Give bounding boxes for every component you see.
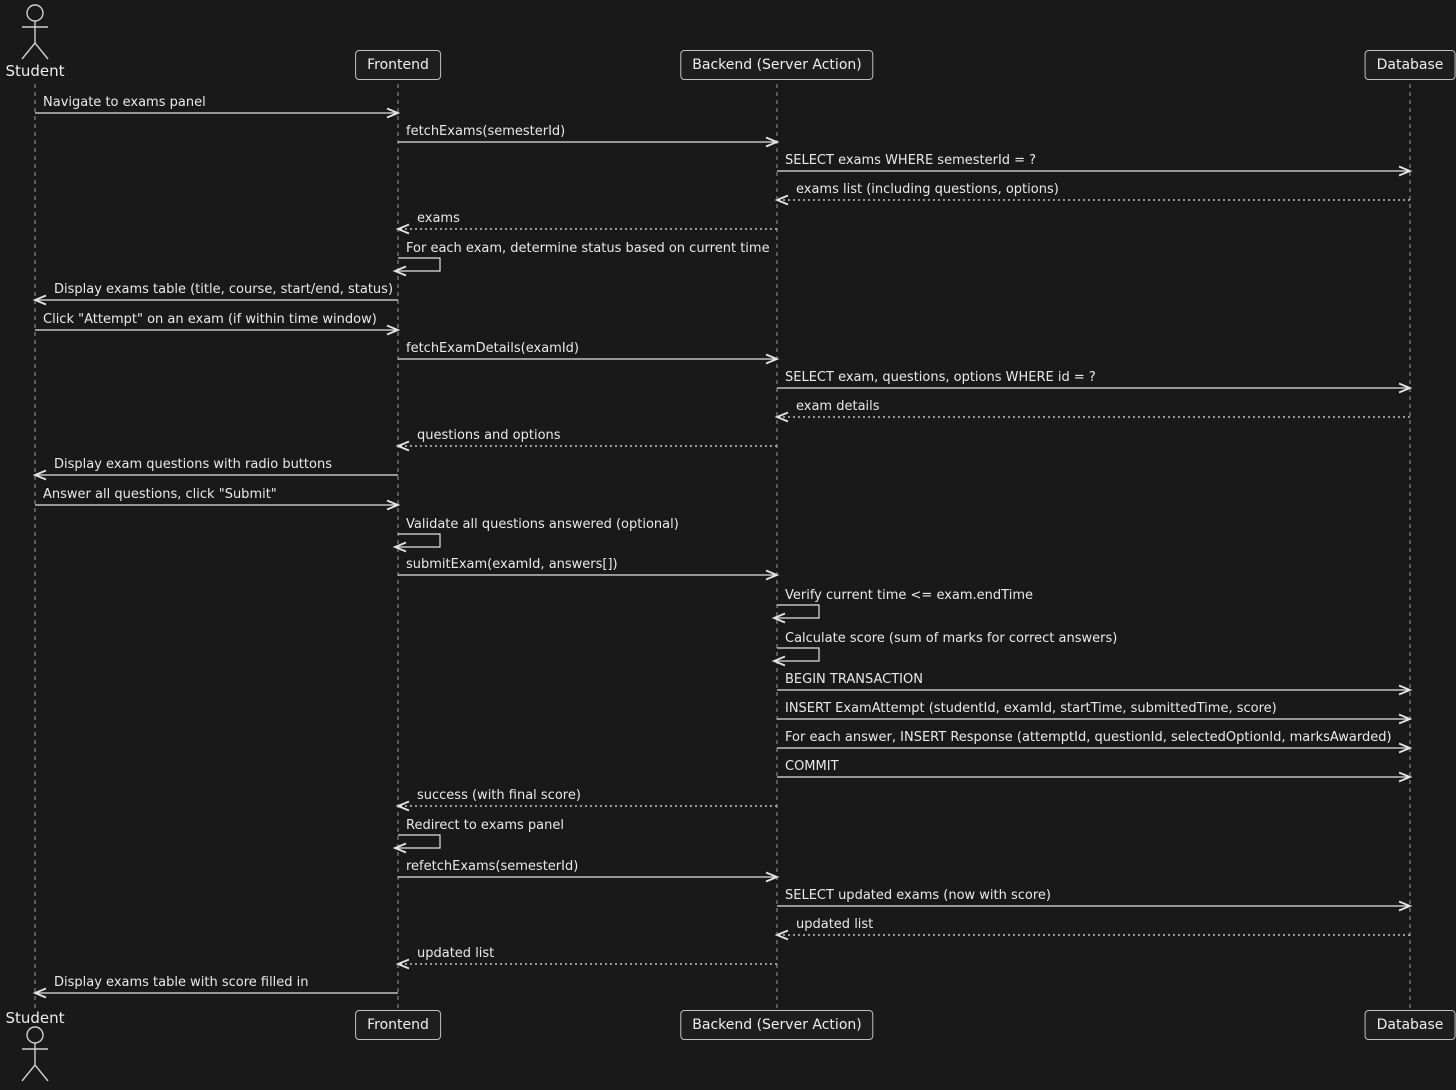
self-message-loop (395, 257, 441, 272)
message-arrowhead (765, 569, 780, 581)
message-arrowhead (32, 294, 47, 306)
self-message-loop (774, 647, 820, 662)
message-label: For each exam, determine status based on… (406, 241, 770, 256)
message-arrowhead (1398, 900, 1413, 912)
actor-figure-top-student-leg-right (34, 42, 49, 60)
self-message-arrowhead (392, 265, 407, 277)
message-arrowhead (32, 987, 47, 999)
message-arrowhead (395, 223, 410, 235)
actor-label-top-student: Student (5, 62, 65, 80)
message-label: Click "Attempt" on an exam (if within ti… (43, 312, 377, 327)
message-label: exams list (including questions, options… (796, 182, 1059, 197)
message-label: Answer all questions, click "Submit" (43, 487, 277, 502)
message-label: refetchExams(semesterId) (406, 859, 579, 874)
message-arrowhead (386, 107, 401, 119)
message-label: success (with final score) (417, 788, 581, 803)
actor-figure-bottom-student-leg-right (34, 1064, 49, 1082)
message-label: COMMIT (785, 759, 839, 774)
message-label: Display exams table with score filled in (54, 975, 309, 990)
message-arrowhead (32, 469, 47, 481)
message-arrowhead (1398, 165, 1413, 177)
message-arrowhead (1398, 742, 1413, 754)
participant-box-top-database: Database (1364, 50, 1456, 80)
actor-figure-top-student-head (26, 4, 44, 22)
message-arrowhead (1398, 684, 1413, 696)
message-arrowhead (765, 136, 780, 148)
self-message-arrowhead (771, 655, 786, 667)
message-arrowhead (765, 353, 780, 365)
message-label: For each answer, INSERT Response (attemp… (785, 730, 1392, 745)
message-label: fetchExams(semesterId) (406, 124, 566, 139)
participant-box-bottom-backend: Backend (Server Action) (680, 1010, 874, 1040)
message-label: updated list (796, 917, 874, 932)
message-label: SELECT exam, questions, options WHERE id… (785, 370, 1096, 385)
message-label: BEGIN TRANSACTION (785, 672, 923, 687)
message-label: SELECT updated exams (now with score) (785, 888, 1052, 903)
message-arrowhead (1398, 771, 1413, 783)
message-label: updated list (417, 946, 495, 961)
message-label: exam details (796, 399, 880, 414)
message-label: Verify current time <= exam.endTime (785, 588, 1033, 603)
self-message-loop (774, 604, 820, 619)
message-label: INSERT ExamAttempt (studentId, examId, s… (785, 701, 1277, 716)
message-arrowhead (386, 324, 401, 336)
participant-box-top-backend: Backend (Server Action) (680, 50, 874, 80)
message-arrowhead (774, 411, 789, 423)
message-label: Validate all questions answered (optiona… (406, 517, 679, 532)
message-label: Redirect to exams panel (406, 818, 564, 833)
actor-figure-bottom-student-head (26, 1026, 44, 1044)
message-label: Display exam questions with radio button… (54, 457, 332, 472)
message-arrowhead (774, 929, 789, 941)
message-label: submitExam(examId, answers[]) (406, 557, 618, 572)
self-message-arrowhead (771, 612, 786, 624)
message-arrowhead (395, 800, 410, 812)
self-message-loop (395, 533, 441, 548)
actor-label-bottom-student: Student (5, 1009, 65, 1027)
message-arrowhead (395, 958, 410, 970)
participant-box-bottom-frontend: Frontend (355, 1010, 441, 1040)
self-message-arrowhead (392, 541, 407, 553)
self-message-loop (395, 834, 441, 849)
message-label: Navigate to exams panel (43, 95, 206, 110)
message-label: fetchExamDetails(examId) (406, 341, 579, 356)
message-label: Display exams table (title, course, star… (54, 282, 394, 297)
message-arrowhead (386, 499, 401, 511)
participant-box-bottom-database: Database (1364, 1010, 1456, 1040)
message-label: Calculate score (sum of marks for correc… (785, 631, 1118, 646)
message-label: exams (417, 211, 460, 226)
message-arrowhead (1398, 382, 1413, 394)
message-label: questions and options (417, 428, 561, 443)
message-arrowhead (774, 194, 789, 206)
actor-figure-bottom-student-leg-left (21, 1064, 36, 1082)
message-arrowhead (395, 440, 410, 452)
message-arrowhead (1398, 713, 1413, 725)
actor-figure-top-student-leg-left (21, 42, 36, 60)
self-message-arrowhead (392, 842, 407, 854)
participant-box-top-frontend: Frontend (355, 50, 441, 80)
message-label: SELECT exams WHERE semesterId = ? (785, 153, 1037, 168)
message-arrowhead (765, 871, 780, 883)
